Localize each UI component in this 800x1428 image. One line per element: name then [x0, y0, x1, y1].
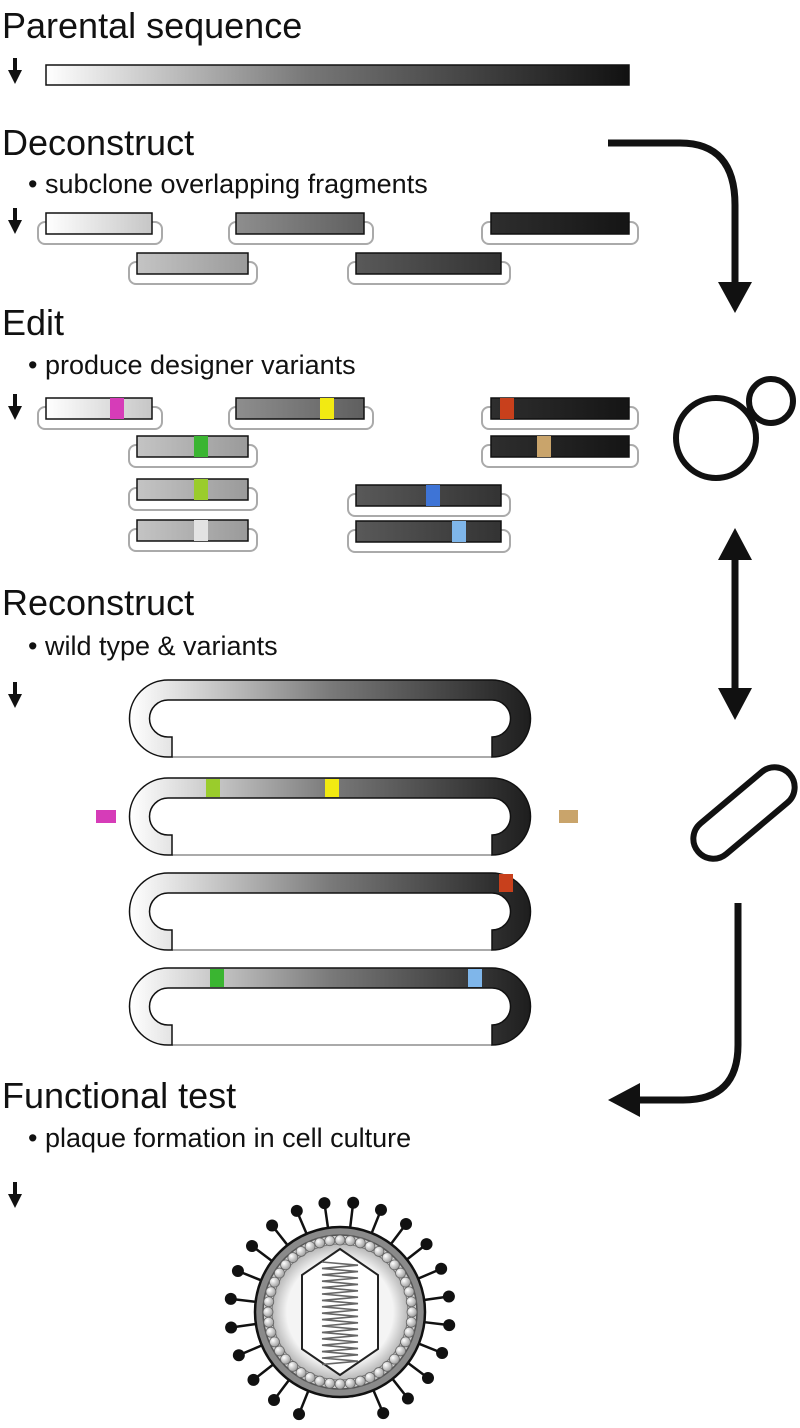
double-headed-arrow-icon — [718, 528, 752, 720]
curved-flow-arrow-icon — [608, 903, 742, 1117]
variant-fragment-2-green — [128, 435, 258, 468]
variant-fragment-2-pale — [128, 519, 258, 552]
yeast-cell-icon — [673, 376, 796, 481]
section-title-edit: Edit — [2, 302, 64, 343]
fragment-2 — [128, 252, 258, 285]
variant-fragment-4-blue — [347, 484, 511, 517]
down-arrow-icon — [8, 208, 22, 234]
section-title-reconstruct: Reconstruct — [2, 582, 194, 623]
reconstructed-genome-variant-1 — [96, 777, 578, 856]
down-arrow-icon — [8, 394, 22, 420]
fragment-3 — [228, 212, 374, 245]
fragment-5 — [481, 212, 639, 245]
down-arrow-icon — [8, 1182, 22, 1208]
variant-fragment-5-tan — [481, 435, 639, 468]
bullet-functional-test: • plaque formation in cell culture — [28, 1123, 411, 1153]
variant-fragment-5-rust — [481, 397, 639, 430]
bullet-edit: • produce designer variants — [28, 350, 356, 380]
bullet-reconstruct: • wild type & variants — [28, 631, 278, 661]
down-arrow-icon — [8, 58, 22, 84]
parental-sequence-bar — [45, 64, 630, 86]
bullet-deconstruct: • subclone overlapping fragments — [28, 169, 428, 199]
section-title-parental: Parental sequence — [2, 5, 302, 46]
bacterium-icon — [690, 764, 798, 862]
virus-particle-icon — [224, 1196, 456, 1421]
reconstructed-genome-variant-2 — [128, 872, 532, 951]
variant-fragment-2-lime — [128, 478, 258, 511]
reconstructed-genome-variant-3 — [128, 967, 532, 1046]
section-title-deconstruct: Deconstruct — [2, 122, 194, 163]
down-arrow-icon — [8, 682, 22, 708]
section-title-functional-test: Functional test — [2, 1075, 236, 1116]
reconstructed-genome-wild-type — [128, 679, 532, 758]
variant-fragment-1-magenta — [37, 397, 163, 430]
fragment-4 — [347, 252, 511, 285]
fragment-1 — [37, 212, 163, 245]
variant-fragment-3-yellow — [228, 397, 374, 430]
curved-flow-arrow-icon — [608, 139, 752, 313]
variant-fragment-4-sky — [347, 520, 511, 553]
